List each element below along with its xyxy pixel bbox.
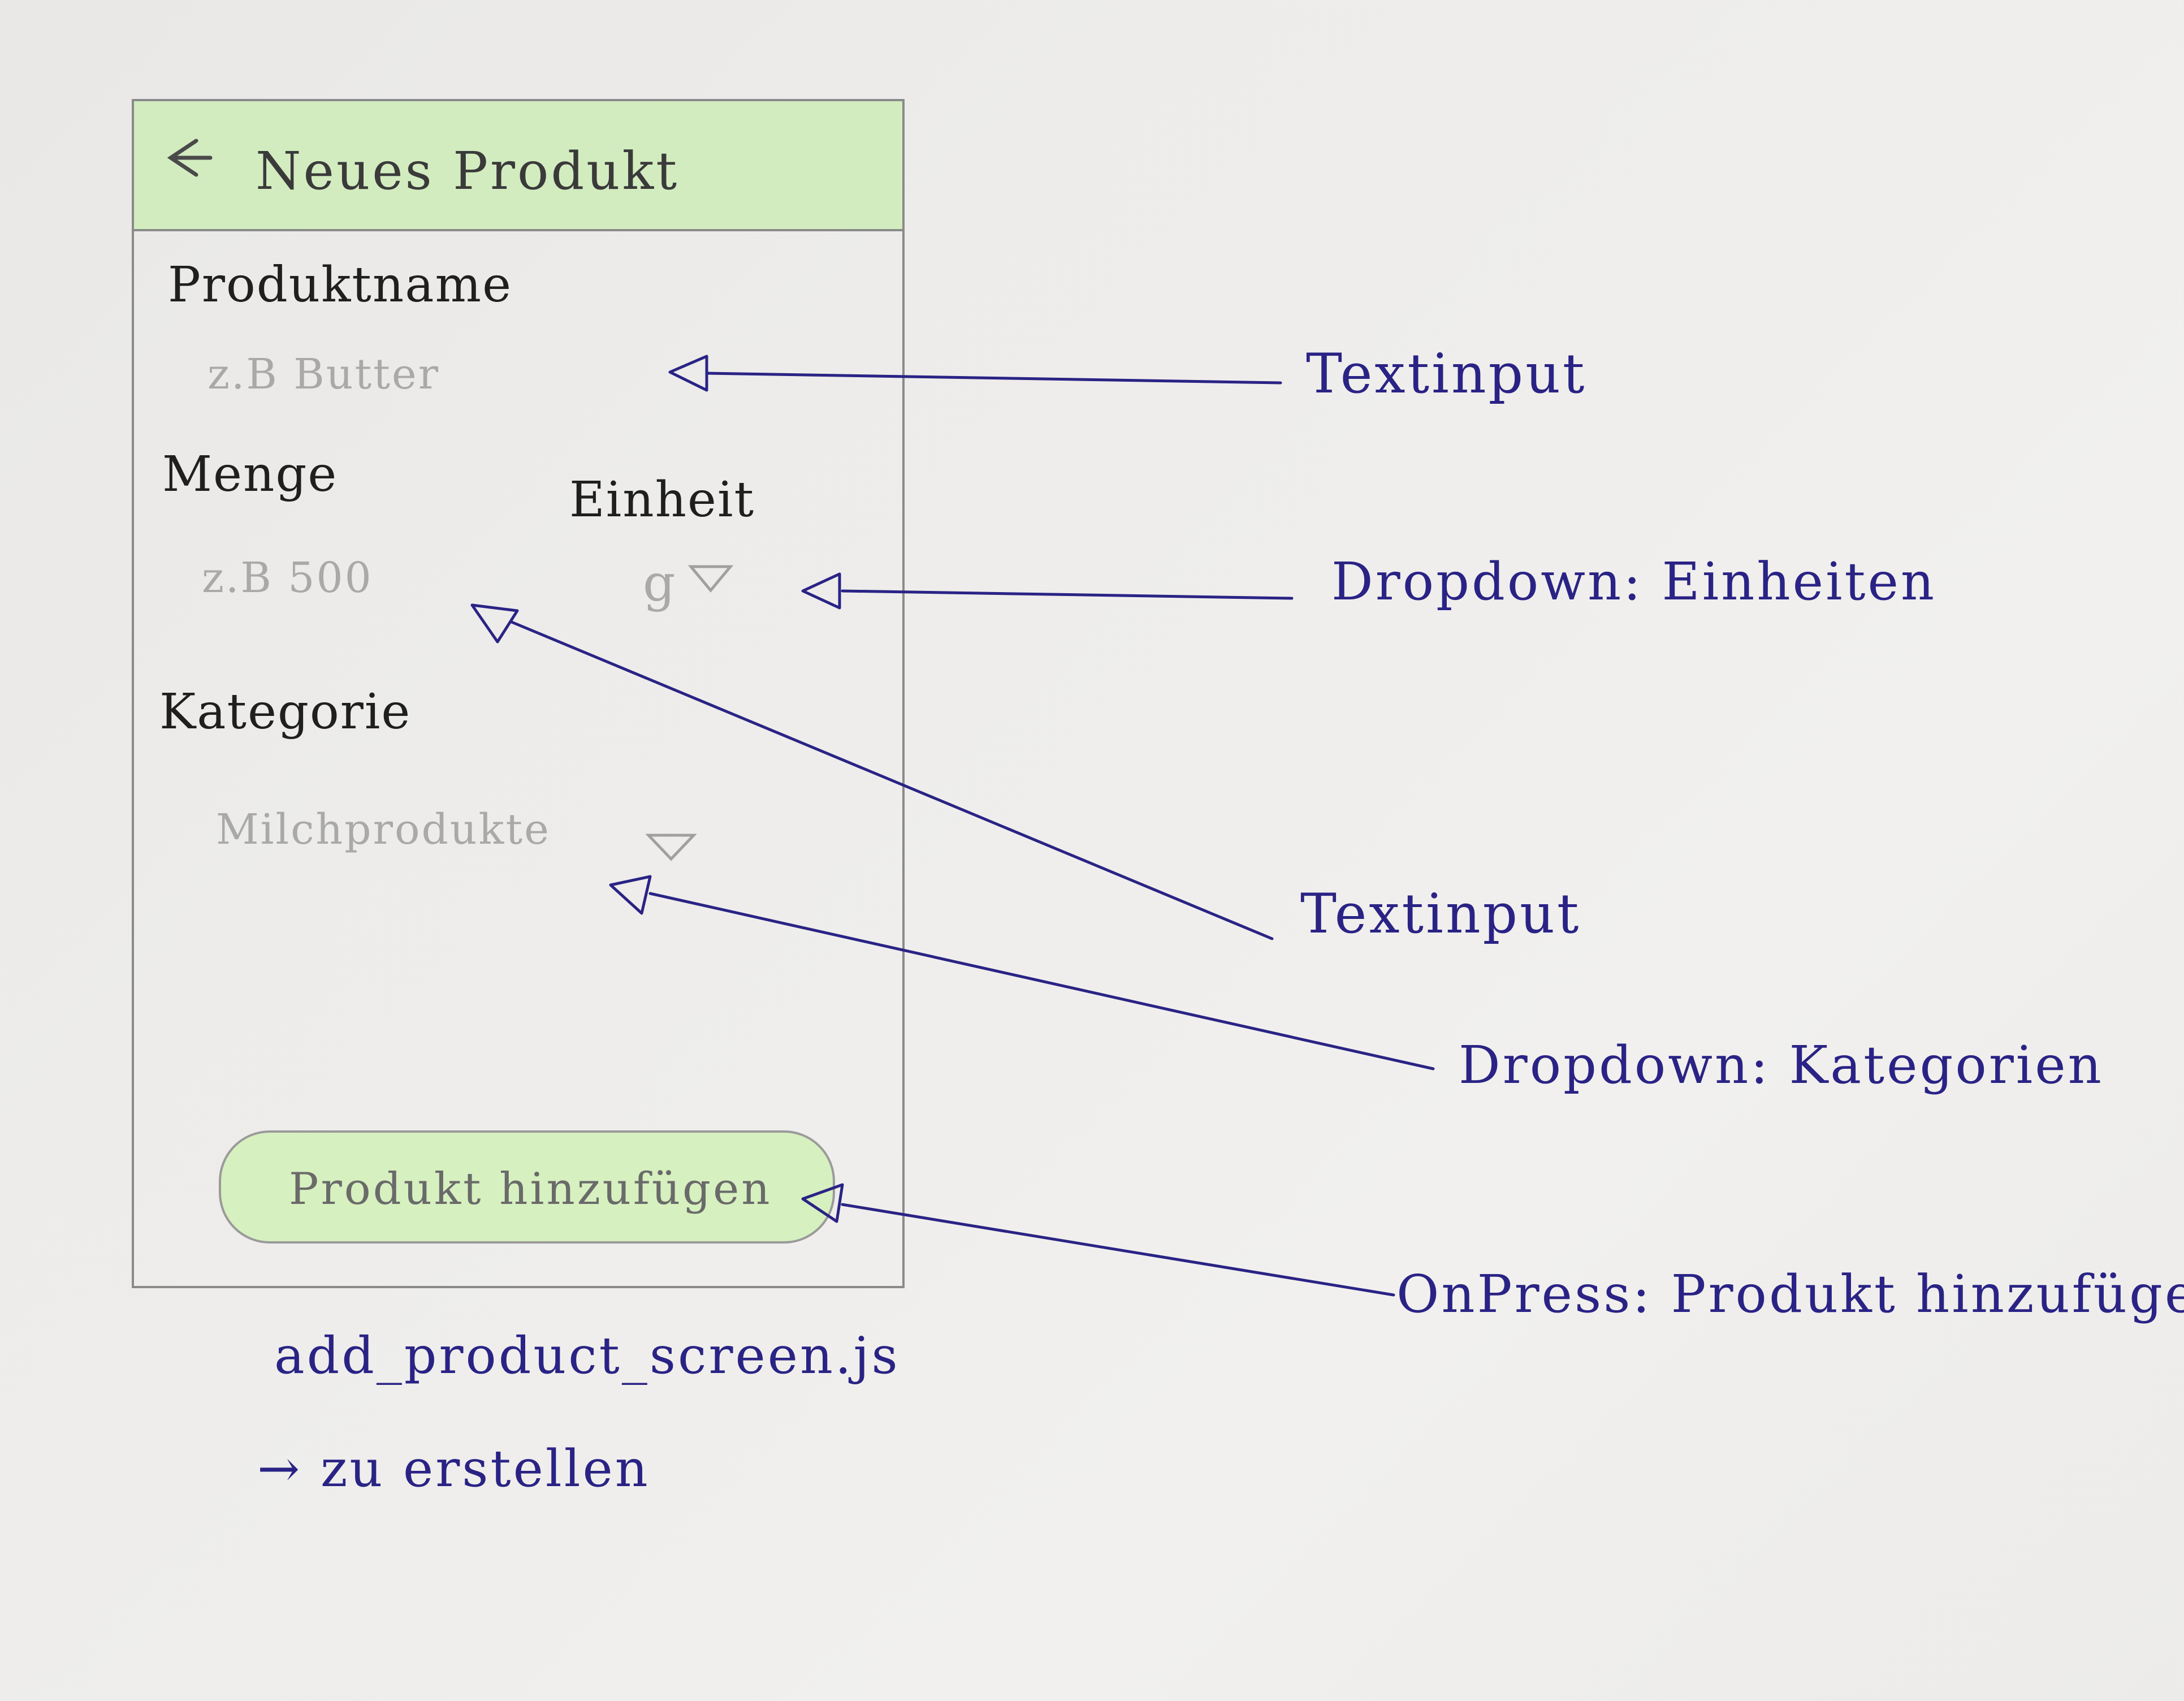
arrow-left-icon[interactable] <box>157 129 213 186</box>
quantity-label: Menge <box>162 446 338 503</box>
note-unit: Dropdown: Einheiten <box>1331 551 1937 612</box>
arrow-quantity <box>470 603 1274 940</box>
arrow-product-name <box>668 355 1282 392</box>
note-category: Dropdown: Kategorien <box>1459 1035 2104 1095</box>
note-quantity: Textinput <box>1300 882 1581 946</box>
app-bar: Neues Produkt <box>134 101 902 231</box>
add-product-button-label: Produkt hinzufügen <box>289 1164 772 1215</box>
product-name-label: Produktname <box>168 257 512 313</box>
phone-mockup-frame: Neues Produkt Produktname z.B Butter Men… <box>132 99 905 1288</box>
note-product-name: Textinput <box>1306 342 1587 405</box>
note-filename: add_product_screen.js <box>274 1326 900 1385</box>
category-dropdown-value[interactable]: Milchprodukte <box>216 805 551 854</box>
unit-dropdown-icon[interactable] <box>687 562 734 598</box>
add-product-button[interactable]: Produkt hinzufügen <box>219 1130 835 1244</box>
page-title: Neues Produkt <box>256 141 680 201</box>
note-todo: → zu erstellen <box>257 1439 650 1499</box>
arrow-category <box>609 875 1435 1070</box>
quantity-input[interactable]: z.B 500 <box>202 554 373 602</box>
arrow-button <box>801 1183 1395 1297</box>
category-label: Kategorie <box>159 684 412 740</box>
product-name-input[interactable]: z.B Butter <box>207 350 440 399</box>
unit-dropdown-value[interactable]: g <box>643 554 677 613</box>
category-dropdown-icon[interactable] <box>645 831 697 867</box>
note-button: OnPress: Produkt hinzufügen <box>1396 1264 2184 1324</box>
unit-label: Einheit <box>569 472 755 528</box>
arrow-unit <box>801 572 1294 610</box>
